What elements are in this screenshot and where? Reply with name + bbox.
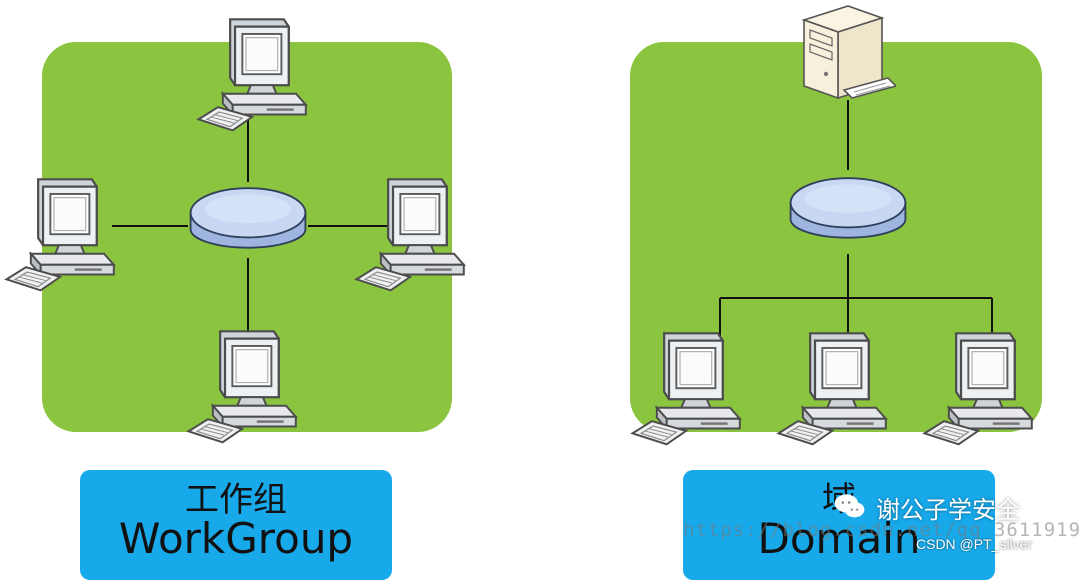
watermark-brand-text: 谢公子学安全 <box>876 495 1020 524</box>
domain-controller-server-icon <box>803 5 896 99</box>
workgroup-computer-bottom-icon <box>187 330 297 444</box>
domain-network <box>631 5 1033 446</box>
watermark-brand: 谢公子学安全 <box>832 487 1020 527</box>
workgroup-hub-icon <box>189 187 307 249</box>
domain-title-en: Domain <box>757 514 921 563</box>
workgroup-computer-left-icon <box>5 178 115 292</box>
domain-hub-icon <box>789 177 907 239</box>
workgroup-title-zh: 工作组 <box>185 480 287 520</box>
workgroup-computer-right-icon <box>355 178 465 292</box>
workgroup-title-en: WorkGroup <box>118 514 354 563</box>
workgroup-label-box: 工作组 WorkGroup <box>80 470 392 580</box>
network-diagram-layer <box>5 5 1033 446</box>
workgroup-computer-top-icon <box>197 18 307 132</box>
domain-computer-middle-icon <box>777 332 887 446</box>
domain-computer-right-icon <box>923 332 1033 446</box>
workgroup-network <box>5 18 465 444</box>
domain-computer-left-icon <box>631 332 741 446</box>
workgroup-vs-domain-diagram: 工作组 WorkGroup 域 Domain https://blog.csdn… <box>5 5 1081 580</box>
domain-connection-lines <box>719 100 993 338</box>
watermark-credit: CSDN @PT_silver <box>916 536 1033 552</box>
wechat-icon <box>834 494 865 518</box>
watermark-url: https://blog.csdn.net/qq_3611919 <box>683 519 1081 541</box>
